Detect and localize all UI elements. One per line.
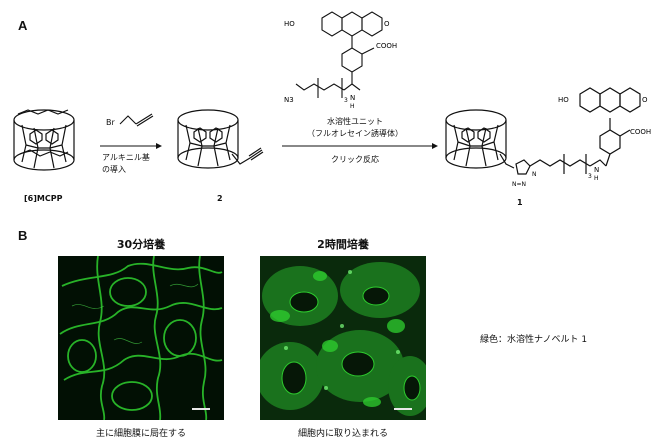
panel-b-label: B	[18, 228, 28, 243]
reagent-n: N	[350, 94, 355, 102]
reaction-name: クリック反応	[331, 155, 379, 164]
left-image-caption: 主に細胞膜に局在する	[95, 429, 186, 439]
product-n: N	[594, 166, 599, 174]
compound-2-structure	[177, 109, 264, 169]
compound-2-label: 2	[217, 194, 223, 203]
compound-1-label: 1	[517, 198, 523, 207]
reagent-o: O	[384, 20, 390, 28]
unit-line1: 水溶性ユニット	[327, 117, 383, 126]
product-triazole-n: N	[532, 171, 537, 178]
product-subscript: 3	[588, 173, 592, 180]
product-cooh: COOH	[630, 128, 651, 136]
reaction-arrow-1	[100, 143, 162, 149]
reagent-subscript: 3	[344, 97, 348, 104]
unit-line2: （フルオレセイン誘導体）	[307, 129, 403, 138]
product-h: H	[594, 175, 599, 182]
right-image-caption: 細胞内に取り込まれる	[297, 429, 388, 439]
fluorescence-legend: 緑色：水溶性ナノベルト 1	[480, 335, 588, 345]
reagent-oh: HO	[284, 20, 295, 28]
product-triazole: N=N	[512, 181, 526, 188]
reagent-azide: N3	[284, 96, 294, 104]
propargyl-bromide-structure	[119, 113, 154, 127]
product-oh: HO	[558, 96, 569, 104]
right-image-title: 2時間培養	[317, 238, 369, 251]
mcpp-label: [6]MCPP	[24, 194, 63, 203]
panel-a-label: A	[18, 18, 28, 33]
micrograph-30min	[58, 256, 224, 420]
left-image-title: 30分培養	[116, 238, 166, 251]
scale-bar-right	[394, 408, 412, 410]
mcpp-structure	[13, 109, 75, 171]
reagent-cooh: COOH	[376, 42, 397, 50]
product-1-structure: HO O COOH 3 N H N=N N	[445, 87, 651, 188]
reagent-amide-h: H	[350, 103, 355, 110]
step1-condition-line1: アルキニル基	[102, 153, 150, 162]
fluorescein-azide-structure: HO O COOH N3 3 N H	[284, 11, 397, 110]
step1-condition-line2: の導入	[102, 165, 126, 174]
micrograph-2h	[260, 256, 426, 420]
bromide-label: Br	[106, 118, 115, 127]
scale-bar-left	[192, 408, 210, 410]
product-o: O	[642, 96, 648, 104]
reaction-arrow-2	[282, 143, 438, 149]
